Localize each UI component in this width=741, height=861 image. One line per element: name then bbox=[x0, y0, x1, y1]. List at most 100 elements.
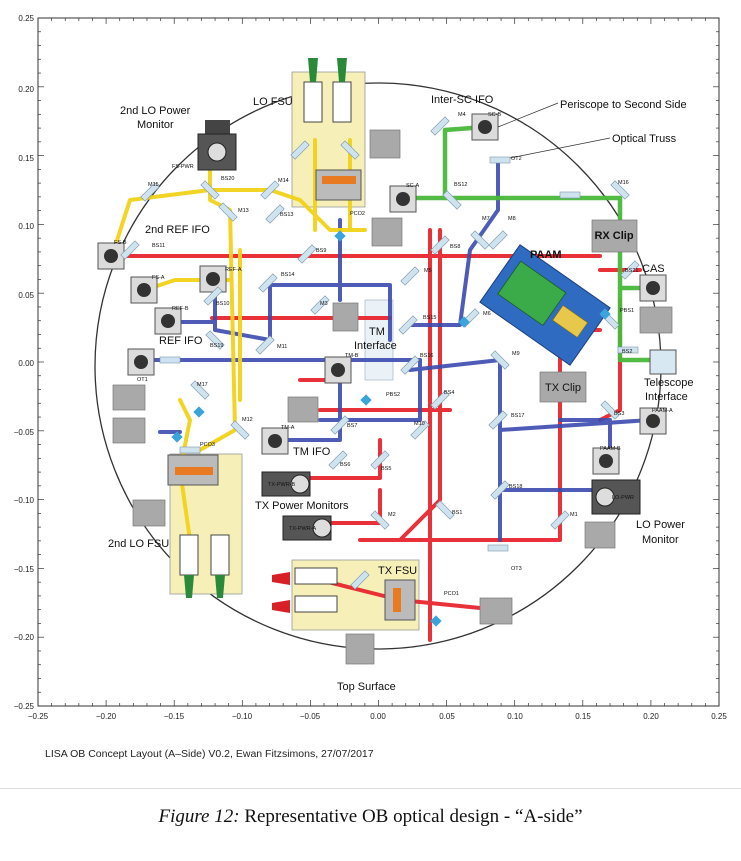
component-label: FS-PWR bbox=[172, 164, 194, 170]
component-label: BS1 bbox=[452, 510, 462, 516]
rx-clip-label: RX Clip bbox=[594, 230, 633, 242]
inter-sc-ifo-label: Inter-SC IFO bbox=[431, 94, 494, 106]
figure-credit: LISA OB Concept Layout (A–Side) V0.2, Ew… bbox=[45, 748, 374, 760]
optic-plate bbox=[400, 355, 420, 375]
optic-plate bbox=[617, 346, 639, 354]
optic-plate bbox=[258, 273, 278, 293]
pd-tm-a bbox=[261, 427, 289, 455]
optic-plate bbox=[120, 240, 140, 260]
component-label: PAAM-A bbox=[652, 408, 673, 414]
component-label: BS20 bbox=[221, 176, 234, 182]
optic-plate bbox=[260, 180, 280, 200]
pd-fs-b bbox=[97, 242, 125, 270]
pd-ot1 bbox=[127, 348, 155, 376]
component-label: BS3 bbox=[614, 411, 624, 417]
leader-lines bbox=[497, 102, 611, 159]
component-label: BS15 bbox=[423, 315, 436, 321]
pd-ref-b bbox=[154, 307, 182, 335]
caption-separator bbox=[0, 788, 741, 789]
section-labels: LO FSU Inter-SC IFO Periscope to Second … bbox=[108, 94, 694, 693]
pd-sc-a bbox=[389, 185, 417, 213]
component-label: BS16 bbox=[420, 353, 433, 359]
y-tick-label: −0.25 bbox=[14, 702, 35, 711]
top-surface-label: Top Surface bbox=[337, 681, 396, 693]
component-label: SC-A bbox=[406, 183, 419, 189]
pco-elements bbox=[171, 230, 611, 627]
component-label: OT3 bbox=[511, 566, 522, 572]
component-labels: M4 SC-B OT2 BS12 SC-A M16 FS-PWR BS20 M1… bbox=[114, 112, 673, 597]
component-label: M9 bbox=[512, 351, 520, 357]
paam-assembly bbox=[479, 244, 611, 366]
ref-ifo-label: REF IFO bbox=[159, 335, 203, 347]
component-label: M7 bbox=[482, 216, 490, 222]
component-label: BS21 bbox=[625, 268, 638, 274]
y-tick-label: 0.00 bbox=[18, 359, 34, 368]
lo2-power-monitor bbox=[197, 120, 237, 171]
component-label: M17 bbox=[197, 382, 208, 388]
optic-plate bbox=[328, 450, 348, 470]
optic-plate bbox=[550, 510, 570, 530]
optic-plate bbox=[442, 190, 462, 210]
optic-plate bbox=[559, 191, 581, 199]
y-tick-label: 0.25 bbox=[18, 14, 34, 23]
optic-plate bbox=[490, 350, 510, 370]
rx-clip-box bbox=[591, 219, 638, 253]
component-label: BS4 bbox=[444, 390, 454, 396]
cas-label: CAS bbox=[642, 263, 665, 275]
component-label: PBS2 bbox=[386, 392, 400, 398]
power-monitors bbox=[197, 120, 641, 541]
optic-plate bbox=[430, 390, 450, 410]
x-tick-label: −0.10 bbox=[232, 712, 253, 721]
component-label: BS2 bbox=[622, 349, 632, 355]
paam-label: PAAM bbox=[530, 249, 562, 261]
component-label: PAAM-B bbox=[600, 446, 621, 452]
optic-plate bbox=[400, 266, 420, 286]
component-label: SC-B bbox=[488, 112, 501, 118]
optic-plate bbox=[265, 204, 285, 224]
optic-plate bbox=[340, 140, 360, 160]
component-label: BS6 bbox=[340, 462, 350, 468]
x-tick-label: 0.05 bbox=[439, 712, 455, 721]
tm-interface-label-1: TM bbox=[369, 326, 385, 338]
axis-ticks bbox=[37, 17, 720, 707]
y-tick-label: −0.10 bbox=[14, 496, 35, 505]
y-tick-label: 0.10 bbox=[18, 222, 34, 231]
optic-plate bbox=[600, 400, 620, 420]
optic-plate bbox=[290, 140, 310, 160]
lo-power-monitor-label-1: LO Power bbox=[636, 519, 685, 531]
component-label: BS19 bbox=[210, 343, 223, 349]
component-label: BS9 bbox=[316, 248, 326, 254]
optic-plate bbox=[350, 570, 370, 590]
component-label: TM-B bbox=[345, 353, 359, 359]
y-tick-label: 0.05 bbox=[18, 291, 34, 300]
component-label: BS11 bbox=[152, 243, 165, 249]
component-label: TX-PWR-A bbox=[289, 526, 317, 532]
optic-plate bbox=[610, 180, 630, 200]
lo-fsu-label: LO FSU bbox=[253, 96, 293, 108]
component-label: M8 bbox=[508, 216, 516, 222]
x-tick-label: −0.25 bbox=[28, 712, 49, 721]
optic-plate bbox=[620, 260, 640, 280]
optic-plate bbox=[203, 286, 223, 306]
x-tick-label: 0.25 bbox=[711, 712, 727, 721]
component-label: M14 bbox=[278, 178, 289, 184]
component-label: BS10 bbox=[216, 301, 229, 307]
optic-plate bbox=[159, 356, 181, 364]
optic-plate bbox=[310, 295, 330, 315]
tx-clip-box bbox=[539, 371, 587, 403]
component-label: REF-A bbox=[225, 267, 242, 273]
component-label: M5 bbox=[424, 268, 432, 274]
y-tick-label: −0.15 bbox=[14, 565, 35, 574]
component-label: FS-A bbox=[152, 275, 165, 281]
optic-plate bbox=[190, 380, 210, 400]
tx-fsu-couplers bbox=[272, 567, 416, 621]
tx-power-monitor-b bbox=[261, 471, 311, 497]
photoreceivers bbox=[97, 113, 677, 475]
component-label: LO-PWR bbox=[612, 495, 634, 501]
component-label: M1 bbox=[570, 512, 578, 518]
component-label: PCO1 bbox=[444, 591, 459, 597]
tx-clip-label: TX Clip bbox=[545, 382, 581, 394]
tm-interface-label-2: Interface bbox=[354, 340, 397, 352]
optic-plate bbox=[430, 235, 450, 255]
component-label: PCO2 bbox=[350, 211, 365, 217]
